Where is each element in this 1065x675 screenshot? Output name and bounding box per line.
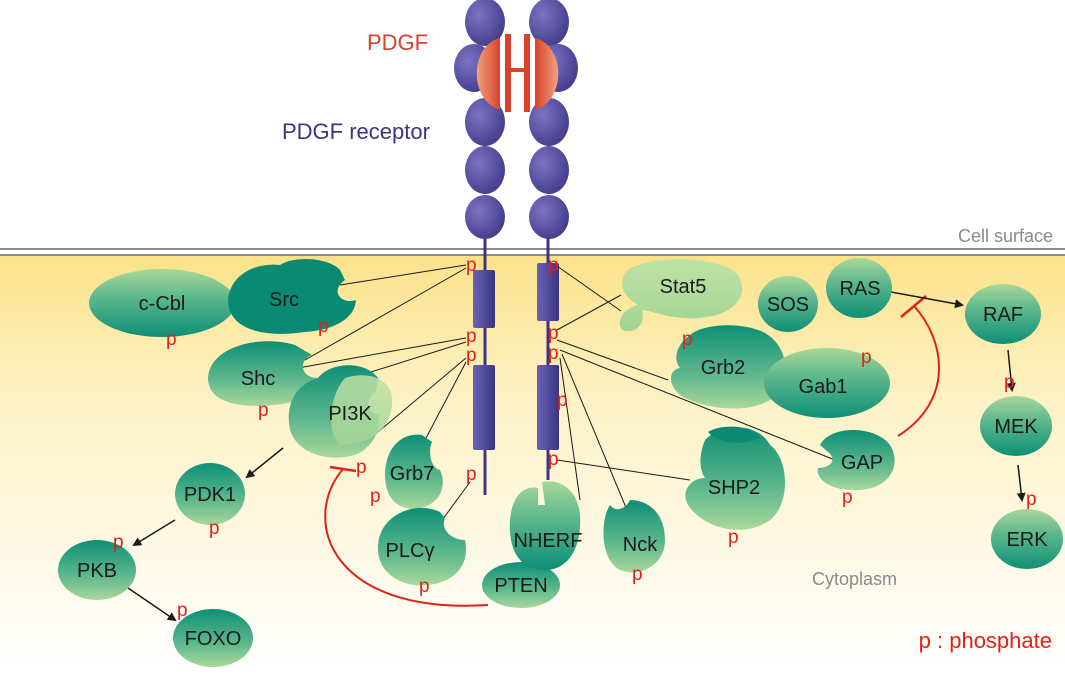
label-pdk1: PDK1 [184, 484, 236, 506]
phosphate-mark: p [728, 527, 739, 548]
activation-arrows [127, 289, 1026, 622]
phosphate-mark: p [842, 487, 853, 508]
receptor-kinase-domains [473, 263, 559, 450]
phosphate-mark: p [258, 400, 269, 421]
phosphate-mark: p [632, 564, 643, 585]
protein-ras [826, 258, 892, 318]
protein-nck [603, 500, 665, 573]
pdgf-receptor-label: PDGF receptor [282, 119, 430, 144]
label-stat5: Stat5 [660, 276, 707, 298]
phosphate-mark: p [466, 464, 477, 485]
phosphate-mark: p [548, 449, 559, 470]
phosphate-markers: p p p p p p p p p p p p p p p p p p p p … [113, 255, 1037, 621]
phosphate-mark: p [177, 600, 188, 621]
protein-foxo [173, 609, 253, 667]
protein-gap [817, 430, 895, 491]
phosphate-mark: p [1004, 372, 1015, 393]
cytoplasm-label: Cytoplasm [812, 569, 897, 589]
protein-pten [482, 562, 560, 608]
receptor-extracellular-right [529, 0, 578, 239]
phosphate-mark: p [318, 316, 329, 337]
label-foxo: FOXO [185, 628, 242, 650]
phosphate-mark: p [548, 323, 559, 344]
protein-stat5 [619, 259, 743, 332]
phosphate-mark: p [166, 329, 177, 350]
phosphate-mark: p [1026, 489, 1037, 510]
phosphate-mark: p [861, 347, 872, 368]
label-sos: SOS [767, 294, 809, 316]
protein-sos [758, 276, 818, 332]
label-plcg: PLCγ [386, 540, 435, 562]
phosphate-mark: p [370, 486, 381, 507]
pdgf-ligand [476, 34, 559, 112]
label-c-cbl: c-Cbl [139, 293, 186, 315]
label-shc: Shc [241, 368, 275, 390]
protein-grb2 [671, 325, 786, 409]
phosphate-mark: p [557, 390, 568, 411]
label-erk: ERK [1006, 529, 1048, 551]
protein-nherf [509, 481, 581, 571]
label-gap: GAP [841, 452, 883, 474]
protein-plcg [377, 507, 466, 586]
protein-gab1 [764, 348, 890, 418]
protein-pi3k [288, 365, 393, 458]
protein-mek [980, 396, 1052, 456]
label-pi3k: PI3K [328, 403, 372, 425]
protein-c-cbl [89, 269, 235, 337]
pdgf-label: PDGF [367, 30, 428, 55]
receptor-extracellular-left [454, 0, 505, 239]
phosphate-mark: p [682, 329, 693, 350]
phosphate-mark: p [356, 457, 367, 478]
label-pten: PTEN [494, 575, 547, 597]
phosphate-mark: p [466, 255, 477, 276]
label-nck: Nck [623, 534, 658, 556]
phosphate-mark: p [466, 326, 477, 347]
label-shp2: SHP2 [708, 477, 760, 499]
phosphate-mark: p [419, 576, 430, 597]
label-mek: MEK [994, 416, 1038, 438]
protein-pdk1 [175, 463, 245, 525]
phosphate-mark: p [466, 345, 477, 366]
label-pkb: PKB [77, 560, 117, 582]
label-raf: RAF [983, 304, 1023, 326]
protein-pkb [58, 540, 136, 600]
phosphate-mark: p [548, 255, 559, 276]
label-src: Src [269, 289, 299, 311]
label-gab1: Gab1 [799, 376, 848, 398]
protein-grb7 [385, 434, 443, 509]
label-ras: RAS [839, 278, 880, 300]
protein-src [228, 258, 356, 334]
phosphate-legend: p : phosphate [919, 628, 1052, 653]
protein-shp2 [685, 426, 785, 530]
phosphate-mark: p [209, 518, 220, 539]
inhibition-curves [324, 295, 940, 607]
protein-raf [965, 284, 1041, 344]
protein-shc [208, 341, 318, 406]
label-grb2: Grb2 [701, 357, 745, 379]
label-grb7: Grb7 [390, 463, 434, 485]
phosphate-mark: p [113, 532, 124, 553]
label-nherf: NHERF [514, 530, 583, 552]
phosphate-mark: p [548, 343, 559, 364]
cell-surface-label: Cell surface [958, 226, 1053, 246]
protein-erk [991, 509, 1063, 569]
